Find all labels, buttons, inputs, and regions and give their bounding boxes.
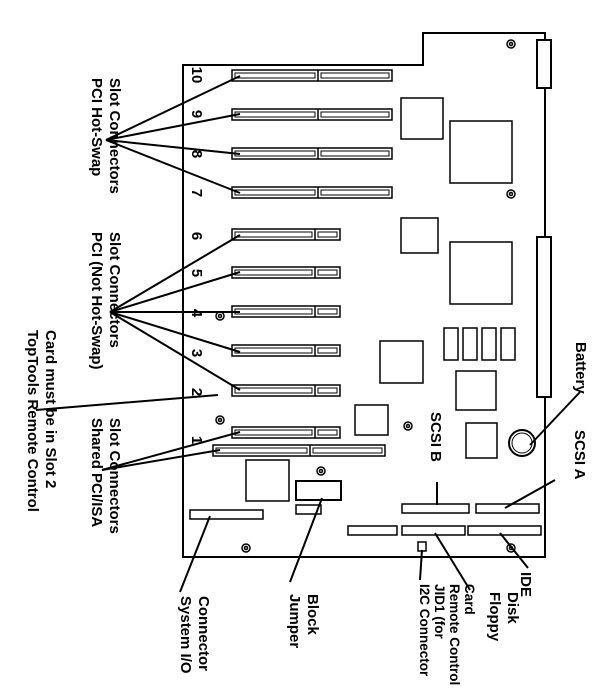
ide-connector xyxy=(467,525,542,536)
floppy-connector xyxy=(401,525,466,536)
slot-number-6: 6 xyxy=(188,232,205,240)
label-toptools: TopTools Remote Control Card must be in … xyxy=(24,330,59,516)
slot-1-pci xyxy=(231,426,341,439)
slot-numbers: 10 9 8 7 6 5 4 3 2 1 xyxy=(188,67,205,445)
label-pci-hotswap: PCI Hot-Swap Slot Connectors xyxy=(88,78,123,194)
slot-1-isa xyxy=(212,444,386,457)
mem-1 xyxy=(443,327,459,361)
scsi-a-connector xyxy=(475,503,540,514)
chip-b xyxy=(449,120,513,184)
chip-h xyxy=(465,422,498,459)
slot-number-10: 10 xyxy=(188,67,205,84)
slot-7 xyxy=(231,186,393,199)
mounting-holes xyxy=(215,39,516,553)
slot-10 xyxy=(231,69,393,82)
slot-number-5: 5 xyxy=(188,269,205,277)
pci-hotswap-slots xyxy=(231,69,393,199)
mem-2 xyxy=(462,327,478,361)
chip-i xyxy=(245,459,290,502)
slot-2 xyxy=(231,384,341,397)
system-io-connector xyxy=(189,509,264,520)
bottom-right-connector xyxy=(536,236,552,398)
label-floppy: Floppy Disk xyxy=(486,592,521,645)
board-outline xyxy=(182,32,546,558)
slot-9 xyxy=(231,108,393,121)
chip-g xyxy=(354,404,389,436)
chip-d xyxy=(449,241,513,305)
mem-3 xyxy=(481,327,497,361)
slot-4 xyxy=(231,305,341,318)
slot-number-7: 7 xyxy=(188,189,205,197)
slot-number-3: 3 xyxy=(188,349,205,357)
jumper-block xyxy=(295,480,342,501)
slot-3 xyxy=(231,344,341,357)
label-battery: Battery xyxy=(572,342,589,394)
leader-lines xyxy=(35,75,581,593)
chip-f xyxy=(455,370,497,411)
label-i2c: I2C Connector JID1 (for Remote Control C… xyxy=(417,584,477,689)
slot-6 xyxy=(231,228,341,241)
chip-c xyxy=(400,217,439,254)
label-scsi-b: SCSI B xyxy=(427,412,444,462)
slot-number-1: 1 xyxy=(188,436,205,444)
slot-number-8: 8 xyxy=(188,150,205,158)
label-pci-nonhotswap: PCI (Not Hot-Swap) Slot Connectors xyxy=(88,232,123,374)
slot-5 xyxy=(231,266,341,279)
scsi-b-connector xyxy=(401,503,470,514)
chip-e xyxy=(379,340,424,384)
chips xyxy=(245,97,516,502)
mem-4 xyxy=(500,327,516,361)
label-ide: IDE xyxy=(517,572,534,597)
slot-8 xyxy=(231,147,393,160)
battery xyxy=(508,429,536,457)
slot-number-2: 2 xyxy=(188,388,205,396)
i2c-connector xyxy=(417,541,427,552)
label-jumper: Jumper Block xyxy=(286,594,321,652)
i2c-rear-connector xyxy=(347,525,398,536)
bottom-connectors xyxy=(189,503,542,552)
label-system-io: System I/O Connector xyxy=(177,596,212,678)
labels: PCI Hot-Swap Slot Connectors PCI (Not Ho… xyxy=(24,78,589,689)
label-scsi-a: SCSI A xyxy=(571,430,588,480)
label-shared: Shared PCI/ISA Slot Connectors xyxy=(88,418,123,534)
slot-number-9: 9 xyxy=(188,110,205,118)
top-right-connector xyxy=(536,39,552,89)
chip-a xyxy=(400,97,444,140)
slot-number-4: 4 xyxy=(188,309,205,318)
